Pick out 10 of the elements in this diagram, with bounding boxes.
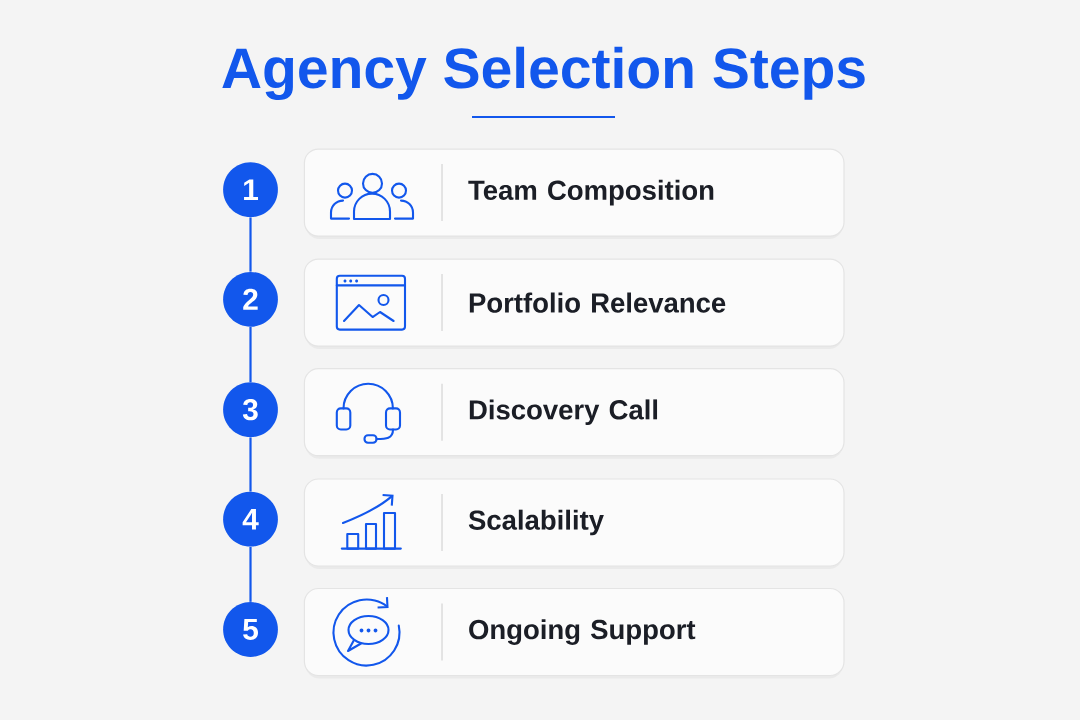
title: Agency Selection Steps (222, 46, 865, 101)
connector-line (249, 437, 252, 492)
step-card: Portfolio Relevance (303, 258, 845, 350)
step-card: Team Composition (303, 148, 845, 240)
step-card: Ongoing Support (303, 587, 845, 679)
step-card: Scalability (303, 478, 845, 569)
connector-line (249, 326, 252, 383)
connector-line (249, 546, 252, 602)
step-card: Discovery Call (303, 368, 845, 459)
connector-line (249, 217, 252, 272)
